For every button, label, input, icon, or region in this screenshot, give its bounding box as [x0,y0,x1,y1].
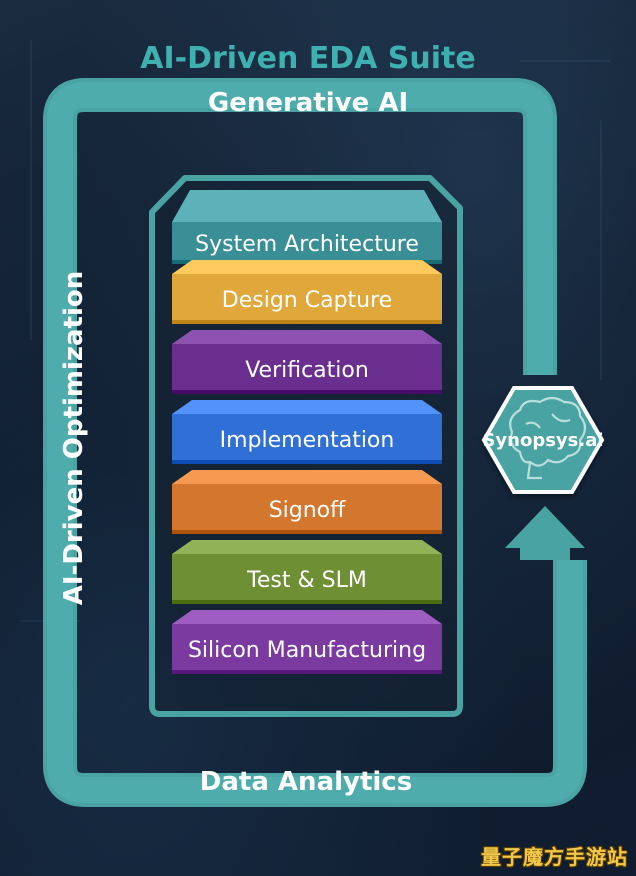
stack-layer-label: Silicon Manufacturing [188,638,426,663]
synopsys-ai-label: Synopsys.ai [482,430,603,451]
stack-layer-face [172,414,442,464]
stack-layer-face [172,554,442,604]
stack-layer-face [172,624,442,674]
stack-layer: Design Capture [172,260,442,324]
stack-layer-face [172,274,442,324]
bg-streak [520,60,610,62]
bg-streak [600,120,602,380]
stack-layer-face [172,344,442,394]
synopsys-hub[interactable]: Synopsys.ai [481,386,605,494]
stack-layer-face [172,484,442,534]
stack-layer-shadow [172,390,442,394]
stack-layer: Verification [172,330,442,394]
stack-layer-bevel [172,400,442,414]
stack-layer-shadow [172,460,442,464]
outer-loop [43,78,587,807]
watermark: 量子魔方手游站 [481,845,628,869]
stack-layer: Signoff [172,470,442,534]
stack-layer-bevel [172,190,442,222]
stack-layer-face [172,222,442,264]
stack-layer-label: Verification [245,358,369,383]
stack-layer-bevel [172,610,442,624]
data-analytics-label: Data Analytics [200,767,412,797]
stack-layer-shadow [172,530,442,534]
stack-layer-label: Test & SLM [246,568,367,593]
stack-layer-shadow [172,320,442,324]
stack-layer-label: Implementation [220,428,395,453]
stack-layer: Implementation [172,400,442,464]
stack-layer-bevel [172,540,442,554]
stack-layer: Silicon Manufacturing [172,610,442,674]
ai-driven-optimization-label: AI-Driven Optimization [59,271,89,606]
stack-layer: Test & SLM [172,540,442,604]
stack-layer-bevel [172,470,442,484]
stack-layer-shadow [172,670,442,674]
stack-layer-label: Design Capture [222,288,392,313]
diagram-title: AI-Driven EDA Suite [140,41,476,76]
generative-ai-label: Generative AI [208,88,408,118]
brain-icon [509,396,587,480]
up-arrow-icon [505,506,585,560]
bg-streak [30,40,32,340]
stack-layer-label: Signoff [269,498,346,523]
stack-layer-bevel [172,330,442,344]
stack-layer-shadow [172,600,442,604]
stack-layer-label: System Architecture [195,232,419,257]
stack-layer: System Architecture [172,190,442,264]
stack-layer-bevel [172,260,442,274]
